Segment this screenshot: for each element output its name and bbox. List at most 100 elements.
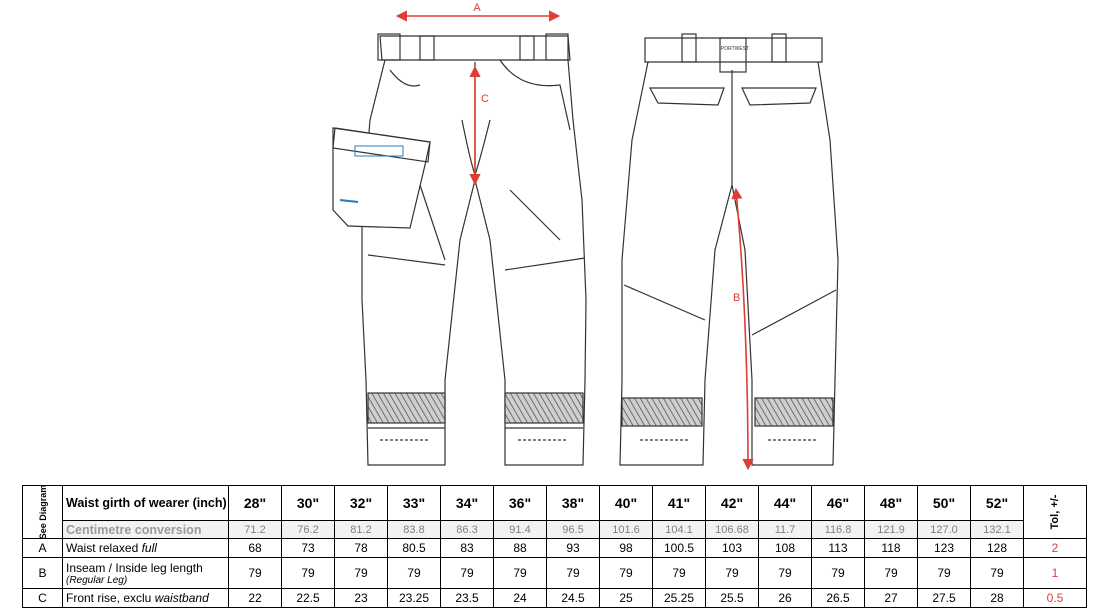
value-cell: 78 xyxy=(334,538,388,558)
value-cell: 26 xyxy=(758,588,812,608)
measure-a-label: A xyxy=(473,2,481,14)
tolerance-value: 2 xyxy=(1023,538,1087,558)
value-cell: 79 xyxy=(334,557,388,589)
value-cell: 79 xyxy=(917,557,971,589)
size-header-row: See Diagram Waist girth of wearer (inch)… xyxy=(22,485,1087,539)
measure-c-label: C xyxy=(481,93,489,105)
measure-b-arrow xyxy=(731,187,754,471)
centimetre-row: Centimetre conversion 71.2 76.2 81.2 83.… xyxy=(23,520,1087,539)
size-header: 40" xyxy=(599,485,653,521)
cm-cell: 71.2 xyxy=(228,520,282,539)
value-cell: 79 xyxy=(811,557,865,589)
value-cell: 79 xyxy=(970,557,1024,589)
cm-cell: 106.68 xyxy=(705,520,759,539)
row-code: B xyxy=(22,557,63,589)
value-cell: 23 xyxy=(334,588,388,608)
value-cell: 24.5 xyxy=(546,588,600,608)
measure-b-label: B xyxy=(733,292,740,304)
value-cell: 79 xyxy=(758,557,812,589)
value-cell: 100.5 xyxy=(652,538,706,558)
value-cell: 28 xyxy=(970,588,1024,608)
value-cell: 88 xyxy=(493,538,547,558)
cm-cell: 96.5 xyxy=(546,520,600,539)
tolerance-value: 1 xyxy=(1023,557,1087,589)
measurement-row-b: B Inseam / Inside leg length (Regular Le… xyxy=(22,557,1087,589)
value-cell: 79 xyxy=(228,557,282,589)
size-header: 33" xyxy=(387,485,441,521)
value-cell: 113 xyxy=(811,538,865,558)
value-cell: 79 xyxy=(387,557,441,589)
value-cell: 27 xyxy=(864,588,918,608)
row-label: Front rise, exclu waistband xyxy=(62,588,229,608)
front-view xyxy=(332,33,587,466)
trouser-technical-drawing: PORTWEST A C B xyxy=(332,2,839,471)
value-cell: 27.5 xyxy=(917,588,971,608)
size-header: 32" xyxy=(334,485,388,521)
belt-loop-left xyxy=(377,33,401,61)
measurement-row-a: A Waist relaxed full 68 73 78 80.5 83 88… xyxy=(22,538,1087,558)
value-cell: 25.25 xyxy=(652,588,706,608)
value-cell: 98 xyxy=(599,538,653,558)
size-header: 30" xyxy=(281,485,335,521)
size-header: 41" xyxy=(652,485,706,521)
cm-cell: 76.2 xyxy=(281,520,335,539)
size-header: 44" xyxy=(758,485,812,521)
size-header: 34" xyxy=(440,485,494,521)
belt-loop-right xyxy=(545,33,569,61)
see-diagram-header: See Diagram xyxy=(22,485,63,539)
cm-cell: 91.4 xyxy=(493,520,547,539)
value-cell: 79 xyxy=(493,557,547,589)
back-view xyxy=(619,33,839,466)
cm-cell: 86.3 xyxy=(440,520,494,539)
cm-cell: 132.1 xyxy=(970,520,1024,539)
value-cell: 22.5 xyxy=(281,588,335,608)
cm-cell: 101.6 xyxy=(599,520,653,539)
row-code: A xyxy=(22,538,63,558)
size-header: 38" xyxy=(546,485,600,521)
cm-cell: 104.1 xyxy=(652,520,706,539)
size-header: 50" xyxy=(917,485,971,521)
size-header: 28" xyxy=(228,485,282,521)
value-cell: 25 xyxy=(599,588,653,608)
size-chart-table: See Diagram Waist girth of wearer (inch)… xyxy=(22,485,1087,608)
value-cell: 79 xyxy=(599,557,653,589)
brand-mark: PORTWEST xyxy=(721,46,749,52)
value-cell: 79 xyxy=(652,557,706,589)
row-label: Waist relaxed full xyxy=(62,538,229,558)
tolerance-header: Tol, +/- xyxy=(1023,485,1087,539)
cm-cell: 127.0 xyxy=(917,520,971,539)
value-cell: 83 xyxy=(440,538,494,558)
value-cell: 73 xyxy=(281,538,335,558)
value-cell: 123 xyxy=(917,538,971,558)
value-cell: 79 xyxy=(864,557,918,589)
row-code: C xyxy=(22,588,63,608)
value-cell: 26.5 xyxy=(811,588,865,608)
value-cell: 79 xyxy=(281,557,335,589)
cm-cell: 81.2 xyxy=(334,520,388,539)
value-cell: 79 xyxy=(705,557,759,589)
value-cell: 128 xyxy=(970,538,1024,558)
measurement-row-c: C Front rise, exclu waistband 22 22.5 23… xyxy=(22,588,1087,608)
value-cell: 79 xyxy=(546,557,600,589)
value-cell: 22 xyxy=(228,588,282,608)
value-cell: 23.5 xyxy=(440,588,494,608)
value-cell: 25.5 xyxy=(705,588,759,608)
value-cell: 108 xyxy=(758,538,812,558)
value-cell: 68 xyxy=(228,538,282,558)
size-header: 42" xyxy=(705,485,759,521)
size-header: 36" xyxy=(493,485,547,521)
value-cell: 118 xyxy=(864,538,918,558)
size-header: 48" xyxy=(864,485,918,521)
size-header: 46" xyxy=(811,485,865,521)
cm-cell: 83.8 xyxy=(387,520,441,539)
waist-girth-label: Waist girth of wearer (inch) xyxy=(62,485,229,521)
cm-cell: 121.9 xyxy=(864,520,918,539)
cm-cell: 11.7 xyxy=(758,520,812,539)
value-cell: 23.25 xyxy=(387,588,441,608)
value-cell: 79 xyxy=(440,557,494,589)
value-cell: 103 xyxy=(705,538,759,558)
cm-cell: 116.8 xyxy=(811,520,865,539)
value-cell: 80.5 xyxy=(387,538,441,558)
value-cell: 93 xyxy=(546,538,600,558)
size-header: 52" xyxy=(970,485,1024,521)
